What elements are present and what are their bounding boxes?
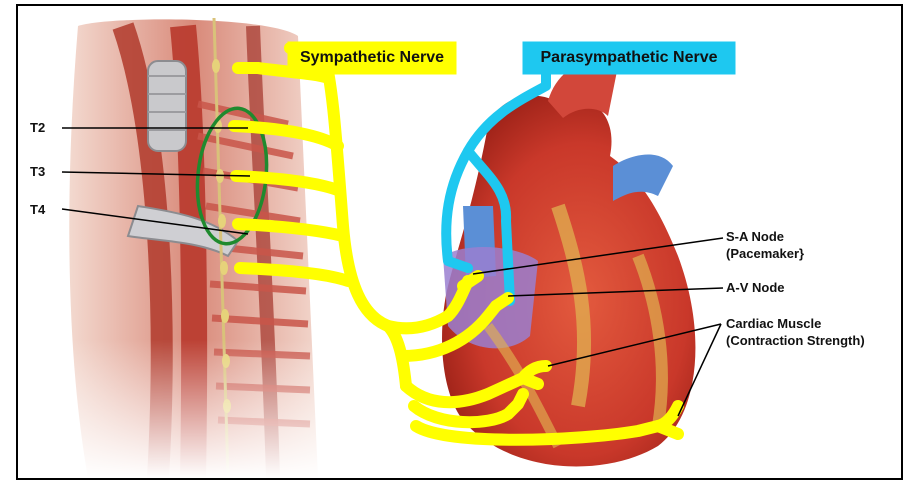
heart (442, 60, 695, 466)
diagram-frame: Sympathetic Nerve Parasympathetic Nerve … (16, 4, 903, 480)
av-node-label: A-V Node (726, 280, 785, 295)
level-t3-label: T3 (30, 164, 45, 179)
spine-anatomy (58, 16, 348, 478)
level-t2-label: T2 (30, 120, 45, 135)
level-t4-label: T4 (30, 202, 45, 217)
sa-node-label: S-A Node (726, 229, 784, 244)
parasympathetic-nerve-label: Parasympathetic Nerve (523, 44, 735, 72)
sympathetic-nerve-label: Sympathetic Nerve (288, 44, 456, 72)
cardiac-muscle-sublabel: (Contraction Strength) (726, 333, 865, 348)
sa-node-sublabel: (Pacemaker} (726, 246, 804, 261)
cardiac-muscle-label: Cardiac Muscle (726, 316, 821, 331)
